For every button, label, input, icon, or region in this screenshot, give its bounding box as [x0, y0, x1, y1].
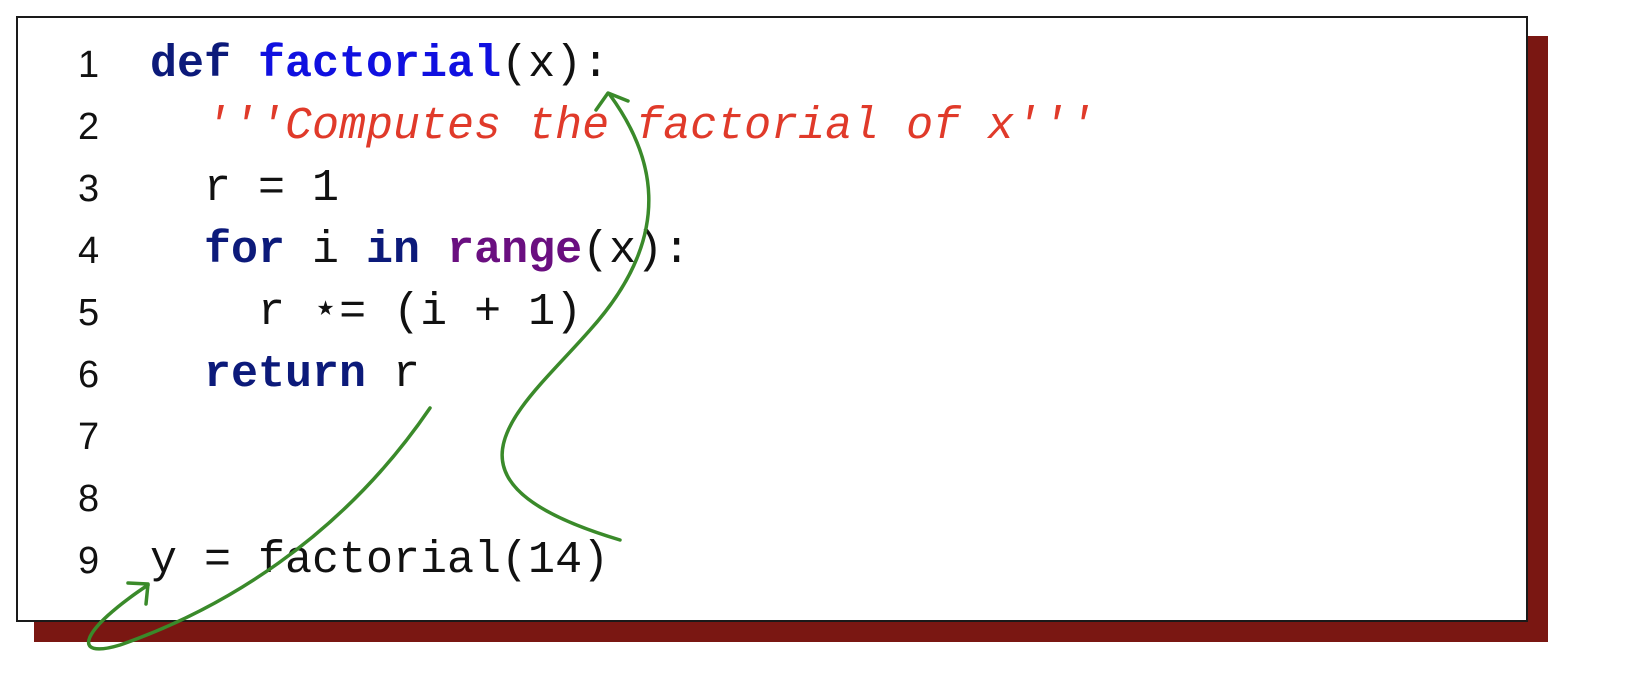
code-line: 1 def factorial(x): — [18, 34, 1526, 96]
code-token — [150, 225, 204, 276]
line-number: 4 — [78, 230, 100, 272]
code-text: return r — [150, 344, 420, 406]
code-text: def factorial(x): — [150, 34, 609, 96]
code-token: (x): — [582, 225, 691, 276]
code-line: 9 y = factorial(14) — [18, 530, 1526, 592]
code-token: in — [366, 225, 421, 276]
code-line: 3 r = 1 — [18, 158, 1526, 220]
code-token — [150, 349, 204, 400]
code-line: 8 — [18, 468, 1526, 530]
code-token: def — [150, 39, 232, 90]
line-number: 3 — [78, 168, 100, 210]
code-token: '''Computes the factorial of x''' — [204, 101, 1096, 152]
code-line: 4 for i in range(x): — [18, 220, 1526, 282]
code-token: return — [204, 349, 367, 400]
code-token: range — [447, 225, 583, 276]
code-text: '''Computes the factorial of x''' — [150, 96, 1095, 158]
code-token — [231, 39, 258, 90]
code-text: r = 1 — [150, 158, 339, 220]
line-number: 5 — [78, 292, 100, 334]
code-text: for i in range(x): — [150, 220, 690, 282]
line-number: 9 — [78, 540, 100, 582]
code-token — [420, 225, 447, 276]
code-token — [150, 101, 204, 152]
line-number: 1 — [78, 44, 100, 86]
line-number: 6 — [78, 354, 100, 396]
code-token: r — [366, 349, 421, 400]
code-text: r ⋆= (i + 1) — [150, 282, 582, 344]
code-line: 2 '''Computes the factorial of x''' — [18, 96, 1526, 158]
code-token: i — [285, 225, 367, 276]
line-number: 7 — [78, 416, 100, 458]
code-text: y = factorial(14) — [150, 530, 609, 592]
code-token: (x): — [501, 39, 610, 90]
code-line: 5 r ⋆= (i + 1) — [18, 282, 1526, 344]
code-token: for — [204, 225, 286, 276]
code-line: 6 return r — [18, 344, 1526, 406]
line-number: 2 — [78, 106, 100, 148]
line-number: 8 — [78, 478, 100, 520]
code-line: 7 — [18, 406, 1526, 468]
code-token: y = factorial(14) — [150, 535, 610, 586]
code-token: r = 1 — [150, 163, 340, 214]
code-token: r ⋆= (i + 1) — [150, 287, 583, 338]
code-token: factorial — [258, 39, 502, 90]
